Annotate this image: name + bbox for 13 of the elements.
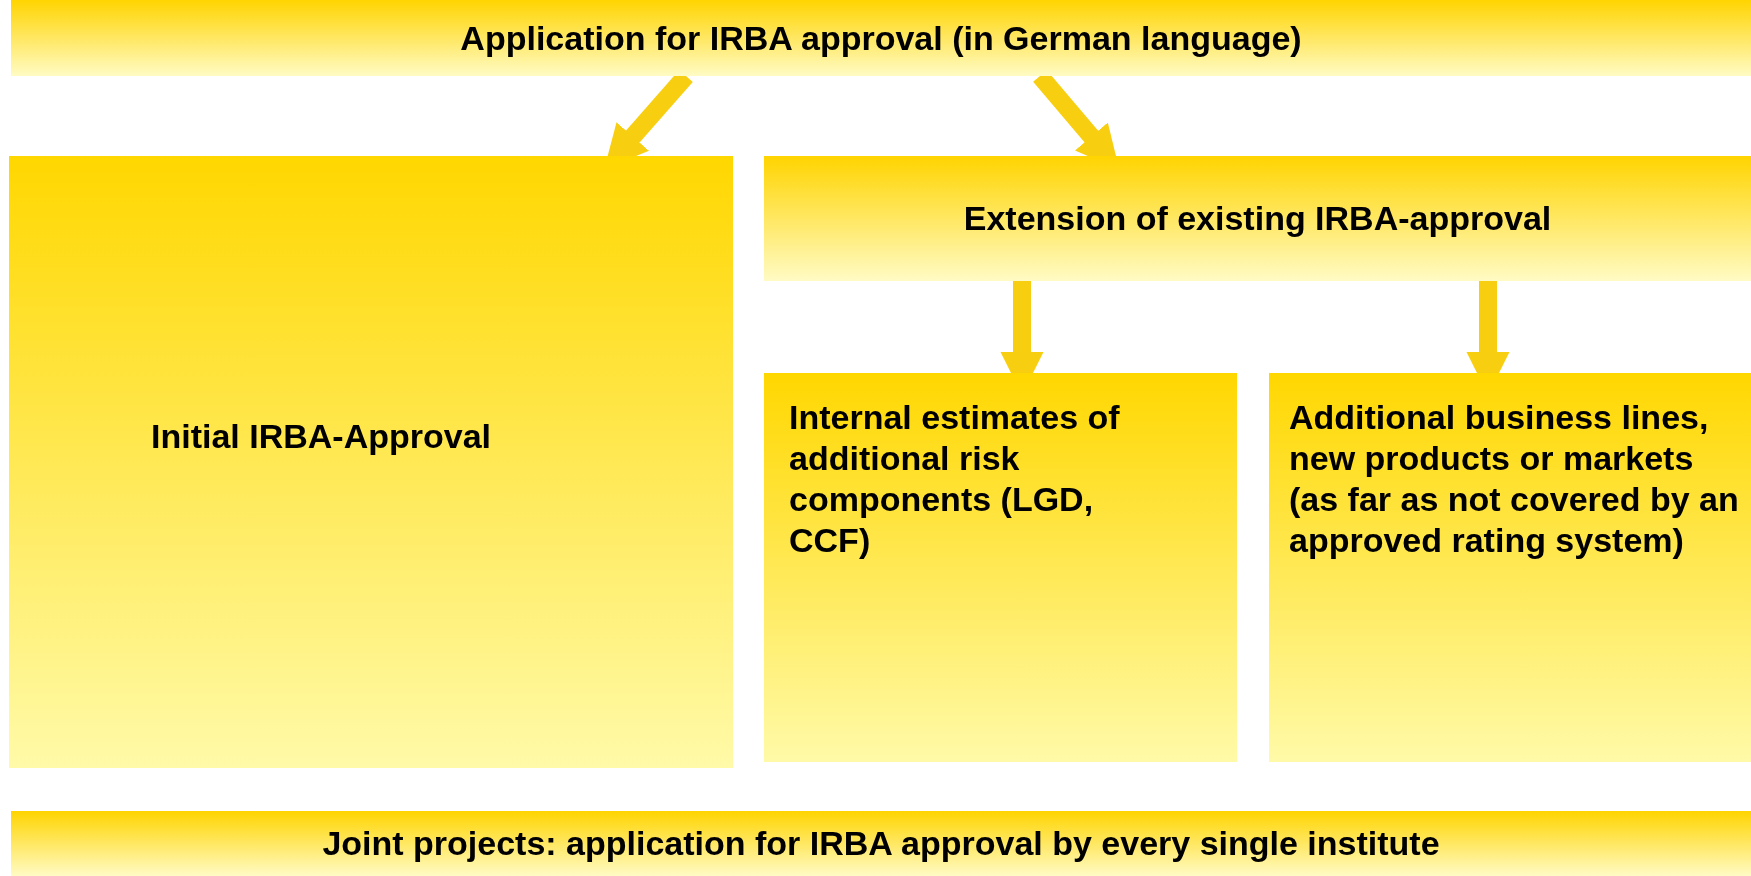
box-text: Extension of existing IRBA-approval: [963, 198, 1552, 239]
approval-box: [9, 156, 733, 768]
box-text: Application for IRBA approval (in German language): [460, 17, 1302, 59]
content-box: [764, 373, 1237, 762]
box-text: Additional business lines, new products or markets: [1289, 397, 1710, 479]
box-text: Initial IRBA-Approval: [151, 416, 493, 457]
box-text: Internal estimates of additional risk components (LGD, CCF): [789, 397, 1121, 561]
heading-band: [764, 156, 1751, 281]
footer-band: [11, 811, 1751, 876]
header-band: [11, 0, 1751, 76]
box-text: Joint projects: application for IRBA approval by every single institute: [322, 823, 1440, 864]
box-text: (as far as not covered by an approved rating system): [1289, 479, 1740, 561]
content-box: [1269, 373, 1751, 762]
